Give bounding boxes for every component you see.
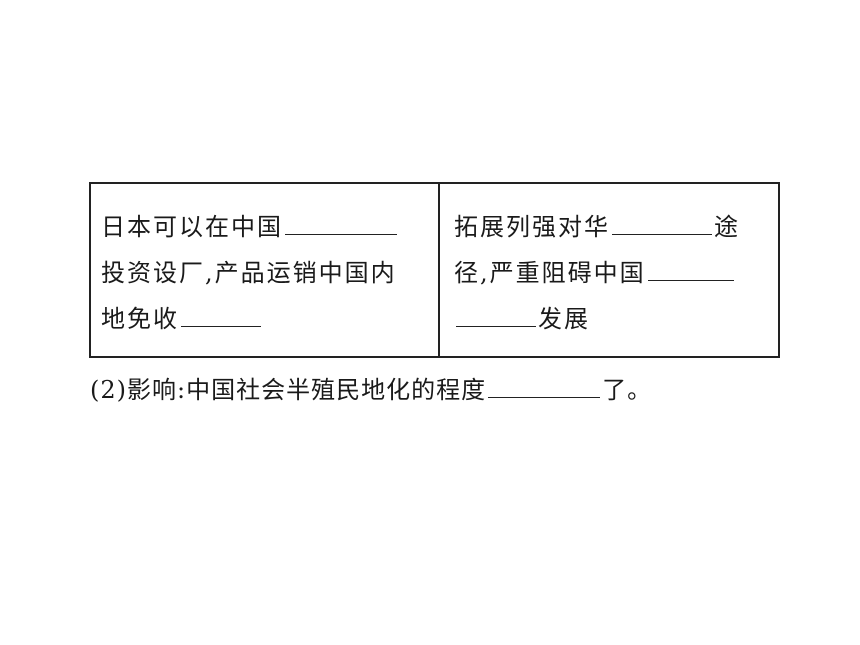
fill-blank-2[interactable] bbox=[181, 300, 261, 327]
impact-suffix: 了。 bbox=[602, 376, 653, 404]
left-line-1: 日本可以在中国 bbox=[101, 204, 430, 250]
left-line-2-text: 投资设厂,产品运销中国内 bbox=[101, 259, 397, 287]
fill-blank-4[interactable] bbox=[647, 254, 734, 281]
right-line-2-text: 径,严重阻碍中国 bbox=[454, 259, 646, 287]
right-line-3-text: 发展 bbox=[538, 305, 590, 333]
left-line-1-text: 日本可以在中国 bbox=[101, 213, 283, 241]
impact-question: (2)影响:中国社会半殖民地化的程度 了。 bbox=[90, 367, 652, 413]
fill-blank-5[interactable] bbox=[456, 300, 536, 327]
table-cell-right: 拓展列强对华 途 径,严重阻碍中国 发展 bbox=[440, 184, 778, 356]
fill-blank-3[interactable] bbox=[612, 208, 712, 235]
right-line-1-text-a: 拓展列强对华 bbox=[454, 213, 610, 241]
right-line-1: 拓展列强对华 途 bbox=[454, 204, 770, 250]
right-line-3: 发展 bbox=[454, 296, 770, 342]
table-cell-left: 日本可以在中国 投资设厂,产品运销中国内 地免收 bbox=[91, 184, 440, 356]
fill-blank-6[interactable] bbox=[488, 371, 601, 398]
right-line-2: 径,严重阻碍中国 bbox=[454, 250, 770, 296]
fill-blank-1[interactable] bbox=[285, 208, 397, 235]
impact-label: (2)影响:中国社会半殖民地化的程度 bbox=[90, 376, 487, 404]
answer-table: 日本可以在中国 投资设厂,产品运销中国内 地免收 拓展列强对华 途 径,严重阻碍中… bbox=[89, 182, 780, 358]
left-line-3: 地免收 bbox=[101, 296, 430, 342]
left-line-3-text: 地免收 bbox=[101, 305, 179, 333]
right-line-1-text-b: 途 bbox=[714, 213, 740, 241]
left-line-2: 投资设厂,产品运销中国内 bbox=[101, 250, 430, 296]
